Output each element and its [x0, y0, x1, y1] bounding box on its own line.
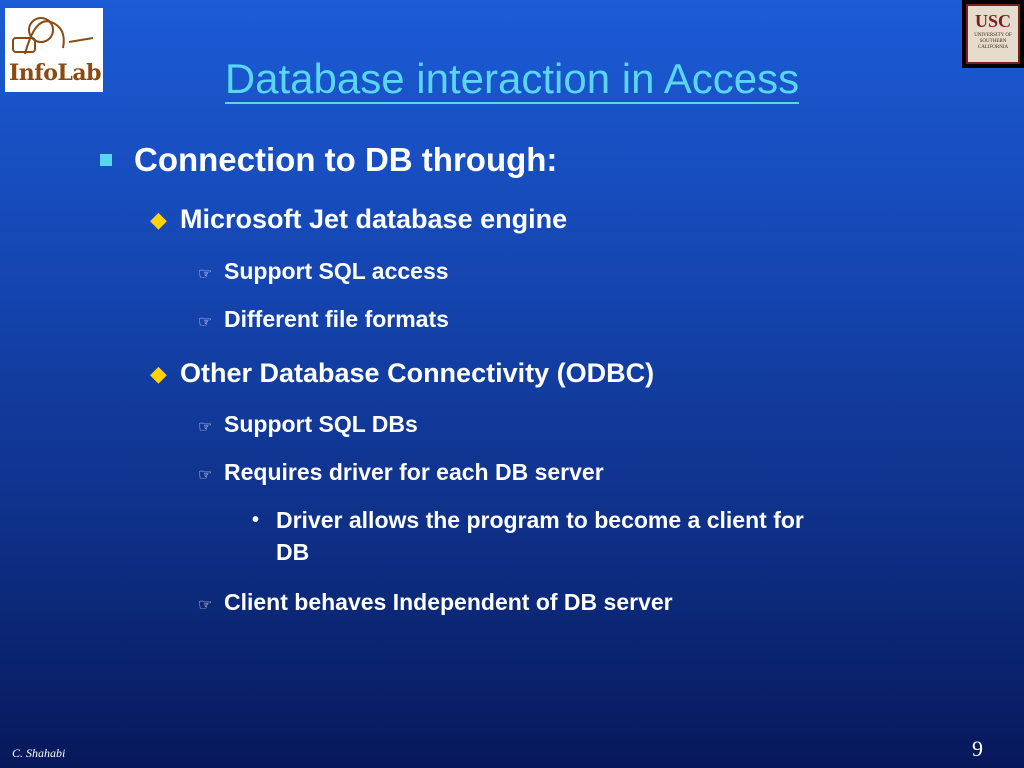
bullet-text: Requires driver for each DB server — [224, 459, 604, 485]
infolab-logo-text: InfoLab — [9, 60, 102, 86]
page-number: 9 — [972, 736, 983, 761]
bullet-text-line1: Driver allows the program to become a cl… — [276, 507, 804, 533]
pointing-hand-icon: ☞ — [198, 597, 213, 614]
bullet-text: Different file formats — [224, 306, 449, 332]
diamond-bullet-icon: ◆ — [150, 361, 167, 386]
dot-bullet-icon: • — [252, 509, 260, 531]
usc-seal-subtext: UNIVERSITY OF SOUTHERN CALIFORNIA — [974, 33, 1012, 50]
bullet-text: Microsoft Jet database engine — [180, 204, 568, 234]
bullet-text: Connection to DB through: — [134, 141, 558, 178]
diamond-bullet-icon: ◆ — [150, 207, 167, 232]
pointing-hand-icon: ☞ — [198, 314, 213, 331]
bullet-text: Support SQL DBs — [224, 411, 418, 437]
bullet-text: Other Database Connectivity (ODBC) — [180, 358, 655, 388]
bullet-text-line2: DB — [276, 539, 310, 565]
infolab-logo: InfoLab — [5, 8, 103, 92]
pointing-hand-icon: ☞ — [198, 419, 213, 436]
infolab-drawing-icon — [12, 17, 94, 55]
usc-seal: USC UNIVERSITY OF SOUTHERN CALIFORNIA — [966, 4, 1020, 64]
square-bullet-icon — [100, 154, 112, 166]
bullet-text: Support SQL access — [224, 258, 449, 284]
usc-logo: USC UNIVERSITY OF SOUTHERN CALIFORNIA — [962, 0, 1024, 68]
bullet-text: Client behaves Independent of DB server — [224, 589, 673, 615]
pointing-hand-icon: ☞ — [198, 266, 213, 283]
usc-seal-text: USC — [974, 11, 1011, 31]
slide-title-text: Database interaction in Access — [224, 55, 800, 104]
pointing-hand-icon: ☞ — [198, 467, 213, 484]
slide-title: Database interaction in Access — [0, 54, 1024, 104]
author-footer: C. Shahabi — [12, 746, 66, 760]
